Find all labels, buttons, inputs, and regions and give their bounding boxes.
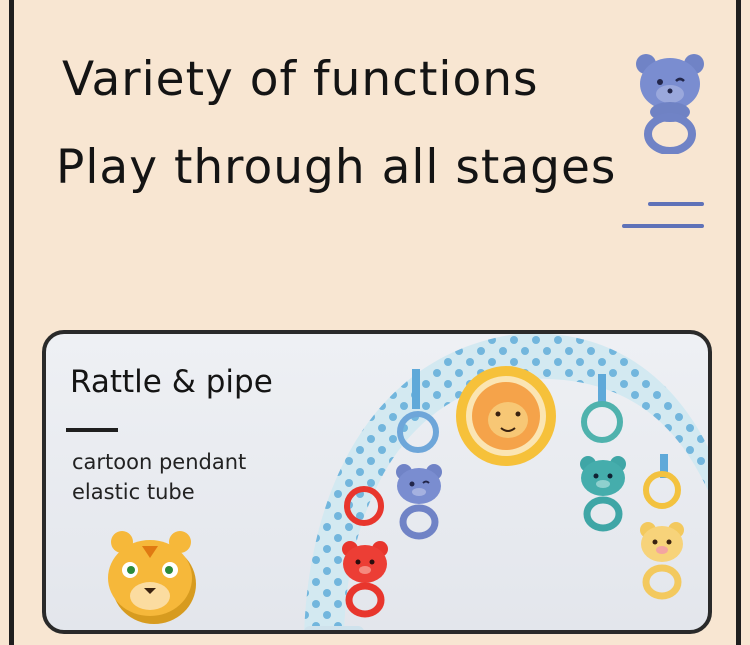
ring-icon: [397, 411, 439, 453]
title-underline: [66, 428, 118, 432]
hanging-strap: [598, 374, 606, 404]
blue-bear-rattle-icon: [396, 464, 442, 540]
play-gym-illustration: [108, 334, 708, 630]
product-feature-card: Rattle & pipe cartoon pendant elastic tu…: [42, 330, 712, 634]
tiger-rattle-icon: [108, 531, 196, 624]
arch-base: [304, 626, 364, 630]
lion-mirror-icon: [456, 366, 556, 466]
accent-line-long: [622, 224, 704, 228]
ring-icon: [643, 471, 681, 509]
card-title: Rattle & pipe: [70, 364, 273, 400]
ring-icon: [344, 486, 384, 526]
teal-bear-rattle-icon: [580, 456, 626, 532]
headline-stages: Play through all stages: [56, 140, 617, 195]
feature-text: elastic tube: [72, 480, 195, 504]
red-bear-rattle-icon: [342, 541, 388, 618]
yellow-bear-rattle-icon: [640, 522, 684, 600]
left-border: [9, 0, 14, 645]
feature-text: cartoon pendant: [72, 450, 247, 474]
hanging-strap: [660, 454, 668, 478]
right-border: [736, 0, 741, 645]
headline-variety: Variety of functions: [62, 52, 539, 107]
play-gym-arch: [304, 334, 708, 630]
ring-icon: [581, 401, 623, 443]
bear-rattle-icon: [636, 54, 704, 154]
hanging-strap: [412, 369, 420, 409]
accent-line-short: [648, 202, 704, 206]
